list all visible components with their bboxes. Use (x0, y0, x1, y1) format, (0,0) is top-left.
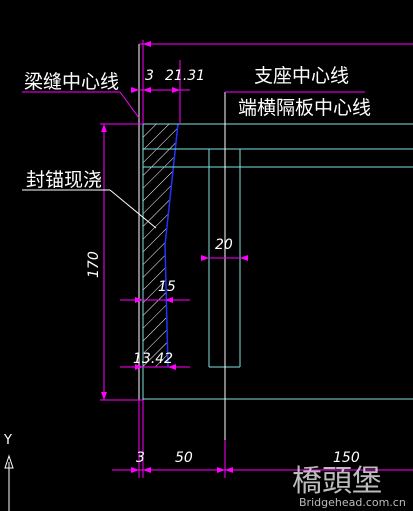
dim-top-21-31: 21.31 (165, 68, 205, 84)
dimension-ticks (101, 41, 248, 473)
cast-edge-line (164, 123, 179, 368)
centerlines (138, 44, 226, 455)
dim-width-13-42: 13.42 (133, 351, 173, 367)
dim-bottom-150: 150 (333, 450, 360, 466)
end-diaphragm-centerline-label: 端横隔板中心线 (238, 97, 371, 119)
beam-gap-centerline-label: 梁缝中心线 (24, 71, 119, 93)
sealed-anchor-cast-label: 封锚现浇 (26, 169, 102, 191)
dim-height-170: 170 (86, 251, 102, 278)
watermark-logo: 橋頭堡 Bridgehead.com.cn (292, 464, 406, 509)
dimension-lines (22, 40, 413, 478)
dim-top-3: 3 (145, 68, 154, 84)
cast-region (143, 123, 179, 368)
dim-bottom-3: 3 (136, 450, 145, 466)
support-centerline-label: 支座中心线 (254, 65, 349, 87)
dim-width-20: 20 (215, 237, 233, 253)
dim-bottom-50: 50 (175, 450, 193, 466)
watermark-logo-text: 橋頭堡 (292, 464, 382, 499)
watermark-site-text: Bridgehead.com.cn (299, 496, 406, 509)
dim-width-15: 15 (158, 279, 176, 295)
ucs-y-label: Y (3, 433, 12, 448)
structure-outline (142, 123, 413, 400)
ucs-icon: Y (3, 433, 14, 511)
